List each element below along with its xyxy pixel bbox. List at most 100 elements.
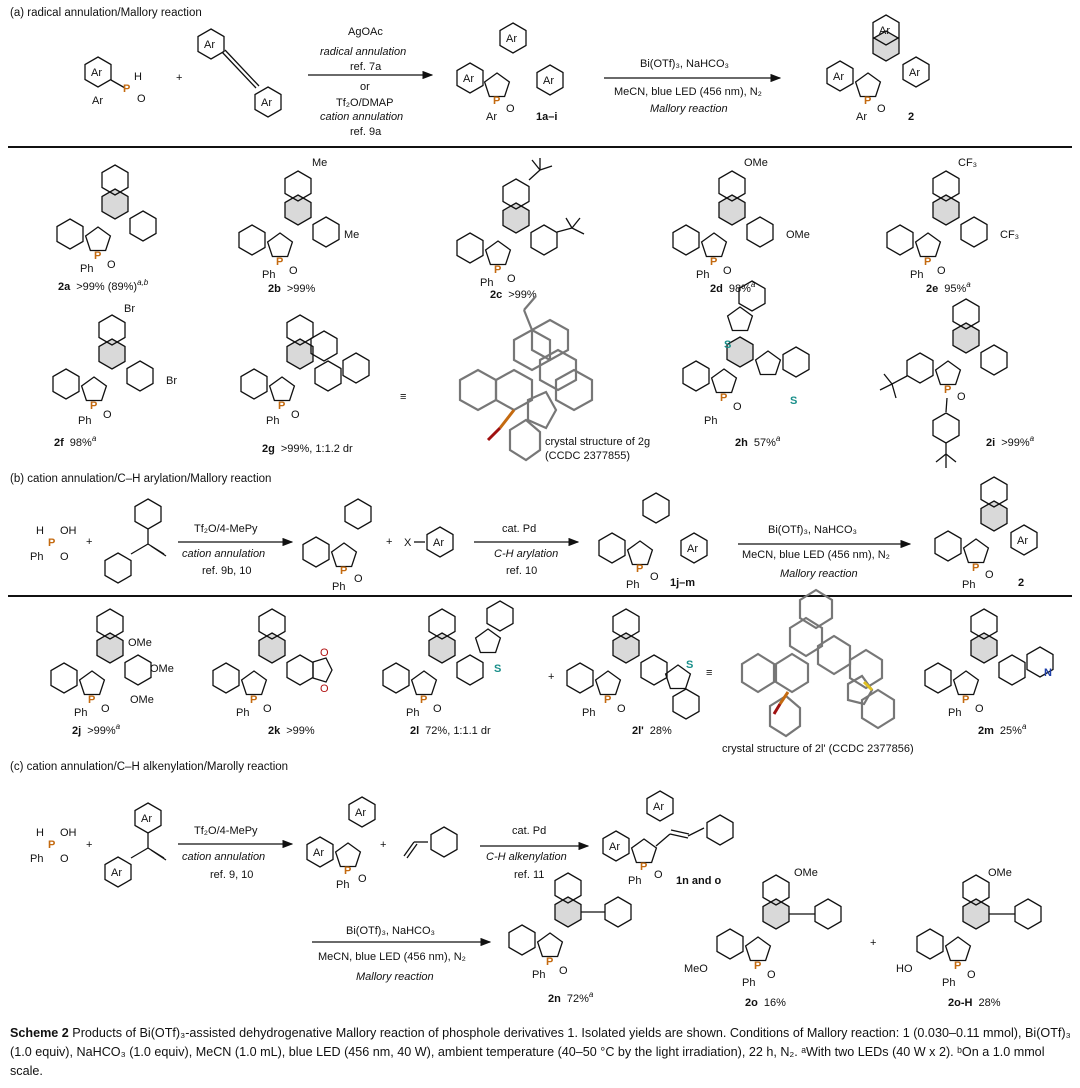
svg-text:Ph: Ph <box>532 969 545 981</box>
section-a-title: (a) radical annulation/Mallory reaction <box>10 7 202 19</box>
svg-text:C-H arylation: C-H arylation <box>494 548 558 560</box>
svg-text:radical annulation: radical annulation <box>320 46 406 58</box>
svg-text:OMe: OMe <box>744 157 768 169</box>
svg-text:Bi(OTf)₃, NaHCO₃: Bi(OTf)₃, NaHCO₃ <box>640 58 729 70</box>
reactant-1-1-diarylethylene-c: Ar Ar <box>104 802 167 888</box>
svg-text:ref. 9b, 10: ref. 9b, 10 <box>202 565 252 577</box>
svg-text:ref. 9, 10: ref. 9, 10 <box>210 869 253 881</box>
svg-text:O: O <box>263 703 272 715</box>
compound-2j: OMe OMe OMe P O Ph <box>50 608 174 719</box>
svg-text:Tf₂O/4-MePy: Tf₂O/4-MePy <box>194 523 258 535</box>
svg-text:Ph: Ph <box>942 977 955 989</box>
svg-text:O: O <box>354 573 363 585</box>
svg-text:P: P <box>123 83 130 95</box>
compound-2o: OMe MeO P O Ph <box>684 867 842 989</box>
label-2b: 2b>99% <box>268 283 316 295</box>
svg-text:O: O <box>617 703 626 715</box>
svg-text:Ph: Ph <box>742 977 755 989</box>
svg-text:P: P <box>710 256 717 268</box>
compound-2k: O O P O Ph <box>212 608 333 719</box>
svg-text:Ph: Ph <box>332 581 345 593</box>
compound-2m: N P O Ph <box>924 608 1054 719</box>
label-2i: 2i>99%a <box>986 434 1035 449</box>
svg-text:P: P <box>494 264 501 276</box>
caption-text: Products of Bi(OTf)₃-assisted dehydrogen… <box>10 1026 1071 1078</box>
svg-text:P: P <box>48 839 55 851</box>
svg-text:P: P <box>276 256 283 268</box>
crystal1-caption-l2: (CCDC 2377855) <box>545 450 630 462</box>
label-2k: 2k>99% <box>268 725 315 737</box>
svg-text:+: + <box>380 839 386 851</box>
svg-text:P: P <box>344 865 351 877</box>
svg-text:Br: Br <box>166 375 177 387</box>
svg-text:Mallory reaction: Mallory reaction <box>780 568 858 580</box>
svg-text:Ar: Ar <box>909 67 920 79</box>
svg-text:O: O <box>559 965 568 977</box>
svg-text:O: O <box>937 265 946 277</box>
reactant-phenylphosphinic-acid-b: H P OH Ph O <box>30 525 77 563</box>
svg-text:O: O <box>985 569 994 581</box>
label-product-2-b: 2 <box>1018 577 1024 589</box>
svg-text:O: O <box>767 969 776 981</box>
svg-text:+: + <box>86 839 92 851</box>
svg-text:O: O <box>975 703 984 715</box>
svg-text:P: P <box>420 694 427 706</box>
svg-text:Ar: Ar <box>91 67 102 79</box>
svg-text:O: O <box>60 853 69 865</box>
equivalence-sign-2: ≡ <box>706 667 712 679</box>
svg-text:OMe: OMe <box>988 867 1012 879</box>
svg-text:O: O <box>107 259 116 271</box>
compound-2h: S S P O Ph <box>682 280 810 427</box>
svg-text:H: H <box>36 827 44 839</box>
intermediate-1n-o: Ar Ar P O Ph <box>602 790 734 887</box>
svg-text:P: P <box>340 565 347 577</box>
scheme-caption: Scheme 2 Products of Bi(OTf)₃-assisted d… <box>10 1024 1072 1081</box>
svg-text:Ar: Ar <box>543 75 554 87</box>
compound-2a: P O Ph <box>56 164 157 275</box>
label-2g: 2g>99%, 1:1.2 dr <box>262 443 353 455</box>
svg-text:OMe: OMe <box>794 867 818 879</box>
svg-text:Ph: Ph <box>262 269 275 281</box>
svg-text:O: O <box>320 683 329 695</box>
svg-text:S: S <box>724 339 731 351</box>
label-2c: 2c>99% <box>490 289 537 301</box>
svg-text:O: O <box>506 103 515 115</box>
reactant-1-1-diphenylethylene-b <box>104 498 167 584</box>
svg-text:O: O <box>103 409 112 421</box>
svg-text:H: H <box>134 71 142 83</box>
section-b-title: (b) cation annulation/C–H arylation/Mall… <box>10 473 271 485</box>
svg-text:OH: OH <box>60 525 77 537</box>
reactant-phenylphosphinic-acid-c: H P OH Ph O <box>30 827 77 865</box>
svg-text:CF₃: CF₃ <box>1000 229 1019 241</box>
svg-text:Ph: Ph <box>480 277 493 289</box>
svg-text:Ph: Ph <box>962 579 975 591</box>
svg-text:P: P <box>720 392 727 404</box>
svg-text:Ar: Ar <box>506 33 517 45</box>
svg-text:cation annulation: cation annulation <box>182 548 265 560</box>
svg-text:Ar: Ar <box>463 73 474 85</box>
svg-text:H: H <box>36 525 44 537</box>
svg-text:+: + <box>548 671 554 683</box>
label-2a: 2a>99% (89%)a,b <box>58 278 149 293</box>
product-2-general: Ar Ar Ar P O Ar <box>826 14 930 123</box>
reactant-phosphine-oxide: Ar P H O Ar <box>84 56 146 107</box>
compound-2f: Br Br P O Ph <box>52 303 177 427</box>
crystal-structure-2g-image <box>458 295 594 462</box>
intermediate-3-arylbenzophosphole-oxide: Ar Ar P O Ph <box>306 796 376 891</box>
svg-text:P: P <box>754 960 761 972</box>
svg-text:Ar: Ar <box>1017 535 1028 547</box>
compound-2i: P O <box>879 298 1008 468</box>
intermediate-1j-m: Ar P O Ph <box>598 492 708 591</box>
svg-text:P: P <box>924 256 931 268</box>
compound-2g: P O Ph <box>240 314 370 427</box>
svg-text:Ph: Ph <box>704 415 717 427</box>
caption-label: Scheme 2 <box>10 1026 69 1040</box>
svg-text:Mallory reaction: Mallory reaction <box>650 103 728 115</box>
svg-text:N: N <box>1044 667 1052 679</box>
svg-text:Ar: Ar <box>141 813 152 825</box>
svg-text:P: P <box>546 956 553 968</box>
